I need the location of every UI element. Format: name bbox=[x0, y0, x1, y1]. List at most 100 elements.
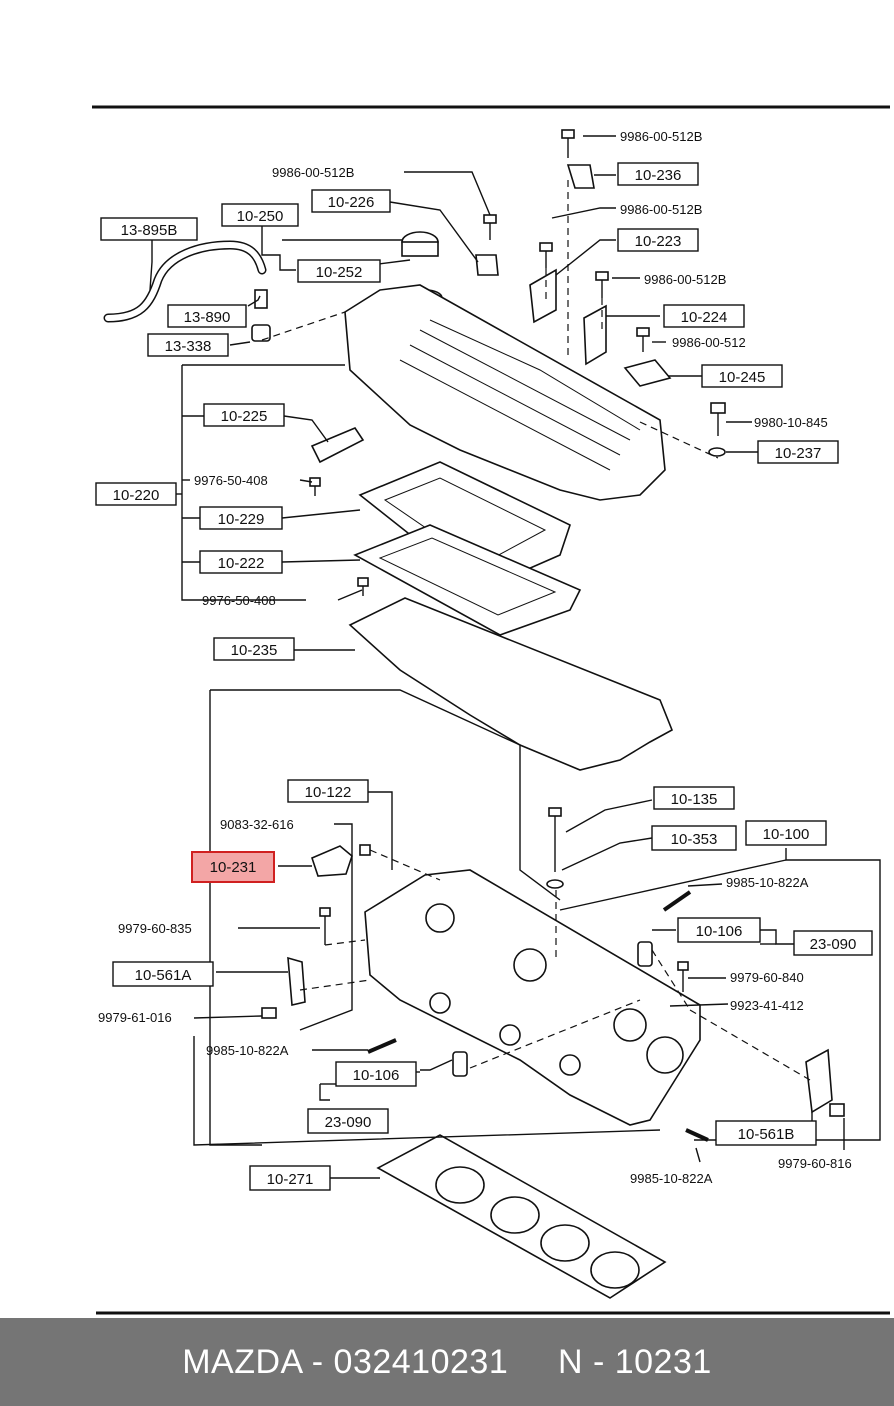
label-13-895B: 13-895B bbox=[100, 217, 198, 241]
label-10-252: 10-252 bbox=[297, 259, 381, 283]
eye-10-561A bbox=[287, 956, 306, 1006]
stud-2 bbox=[367, 1038, 397, 1054]
washer-10-353 bbox=[546, 879, 564, 889]
label-10-561B: 10-561B bbox=[715, 1120, 817, 1146]
port-2 bbox=[499, 1024, 521, 1046]
label-10-561A: 10-561A bbox=[112, 961, 214, 987]
label-10-222: 10-222 bbox=[199, 550, 283, 574]
label-10-122: 10-122 bbox=[287, 779, 369, 803]
svg-text:10-353: 10-353 bbox=[671, 831, 718, 848]
label-13-338: 13-338 bbox=[147, 333, 229, 357]
svg-text:10-224: 10-224 bbox=[681, 309, 728, 326]
svg-text:23-090: 23-090 bbox=[325, 1114, 372, 1131]
cam-journal-3 bbox=[613, 1008, 647, 1042]
svg-text:10-122: 10-122 bbox=[305, 784, 352, 801]
bracket-10-236 bbox=[566, 164, 595, 189]
parts-diagram: 13-895B 10-250 10-252 10-226 10-236 10-2… bbox=[92, 105, 890, 1315]
label-10-353: 10-353 bbox=[651, 825, 737, 851]
label-10-271: 10-271 bbox=[249, 1165, 331, 1191]
svg-text:10-106: 10-106 bbox=[696, 923, 743, 940]
svg-text:10-561A: 10-561A bbox=[135, 967, 192, 984]
plug-10-231 bbox=[311, 845, 353, 877]
label-10-225: 10-225 bbox=[203, 403, 285, 427]
leader-lines bbox=[149, 135, 881, 1179]
bolt-10-135 bbox=[548, 807, 562, 817]
svg-text:10-236: 10-236 bbox=[635, 167, 682, 184]
grommet bbox=[251, 324, 271, 342]
label-9985-10-822A-3: 9985-10-822A bbox=[630, 1171, 713, 1186]
label-9986-00-512B-2: 9986-00-512B bbox=[272, 165, 354, 180]
bracket-10-224 bbox=[583, 304, 607, 366]
pcv-valve bbox=[254, 289, 268, 309]
label-9976-50-408-2: 9976-50-408 bbox=[202, 593, 276, 608]
svg-text:10-106: 10-106 bbox=[353, 1067, 400, 1084]
svg-text:10-223: 10-223 bbox=[635, 233, 682, 250]
baffle-plate bbox=[310, 427, 365, 464]
bracket-10-226 bbox=[475, 254, 499, 276]
label-10-223: 10-223 bbox=[617, 228, 699, 252]
svg-text:10-231: 10-231 bbox=[210, 859, 257, 876]
label-9986-00-512B-1: 9986-00-512B bbox=[620, 129, 702, 144]
bore-1 bbox=[435, 1166, 485, 1204]
label-10-100: 10-100 bbox=[745, 820, 827, 846]
label-10-231-highlighted: 10-231 bbox=[191, 851, 275, 883]
label-9083-32-616: 9083-32-616 bbox=[220, 817, 294, 832]
svg-text:13-890: 13-890 bbox=[184, 309, 231, 326]
label-9979-60-816: 9979-60-816 bbox=[778, 1156, 852, 1171]
bracket-10-245 bbox=[623, 359, 672, 387]
label-10-135: 10-135 bbox=[653, 786, 735, 810]
bolt-9979-60-816 bbox=[829, 1103, 845, 1117]
label-9976-50-408-1: 9976-50-408 bbox=[194, 473, 268, 488]
port-3 bbox=[559, 1054, 581, 1076]
svg-text:10-252: 10-252 bbox=[316, 264, 363, 281]
svg-text:23-090: 23-090 bbox=[810, 936, 857, 953]
label-9923-41-412: 9923-41-412 bbox=[730, 998, 804, 1013]
label-10-220: 10-220 bbox=[95, 482, 177, 506]
bolt-9083 bbox=[359, 844, 371, 856]
svg-text:13-338: 13-338 bbox=[165, 338, 212, 355]
hose-fill bbox=[105, 241, 265, 321]
label-9986-00-512B-3: 9986-00-512B bbox=[620, 202, 702, 217]
footer-bar: MAZDA - 032410231 N - 10231 bbox=[0, 1318, 894, 1406]
svg-text:10-237: 10-237 bbox=[775, 445, 822, 462]
label-9979-60-840: 9979-60-840 bbox=[730, 970, 804, 985]
label-10-236: 10-236 bbox=[617, 162, 699, 186]
cam-journal-2 bbox=[513, 948, 547, 982]
bolt-9979-60-840 bbox=[677, 961, 689, 971]
cam-journal-4 bbox=[646, 1036, 684, 1074]
dowel-10-106a bbox=[637, 941, 653, 967]
cylinder-head bbox=[364, 869, 701, 1126]
label-9979-60-835: 9979-60-835 bbox=[118, 921, 192, 936]
gasket-10-222 bbox=[353, 524, 582, 636]
label-23-090-upper: 23-090 bbox=[793, 930, 873, 956]
svg-text:10-100: 10-100 bbox=[763, 826, 810, 843]
port-1 bbox=[429, 992, 451, 1014]
cover-rib-3 bbox=[399, 359, 611, 471]
label-10-226: 10-226 bbox=[311, 189, 391, 213]
svg-text:10-235: 10-235 bbox=[231, 642, 278, 659]
head-cover bbox=[344, 284, 666, 501]
label-10-229: 10-229 bbox=[199, 506, 283, 530]
svg-text:10-220: 10-220 bbox=[113, 487, 160, 504]
stud-1 bbox=[662, 890, 692, 912]
eye-10-561B bbox=[805, 1048, 833, 1114]
label-9979-61-016: 9979-61-016 bbox=[98, 1010, 172, 1025]
dowel-10-106b bbox=[452, 1051, 468, 1077]
label-10-245: 10-245 bbox=[701, 364, 783, 388]
filler-cap-body bbox=[401, 241, 439, 257]
label-10-106-upper: 10-106 bbox=[677, 917, 761, 943]
bore-4 bbox=[590, 1251, 640, 1289]
label-10-250: 10-250 bbox=[221, 203, 299, 227]
svg-text:10-245: 10-245 bbox=[719, 369, 766, 386]
label-23-090-lower: 23-090 bbox=[307, 1108, 389, 1134]
svg-text:10-225: 10-225 bbox=[221, 408, 268, 425]
svg-text:10-135: 10-135 bbox=[671, 791, 718, 808]
stud-3 bbox=[685, 1128, 709, 1142]
bolt-9979-60-835 bbox=[319, 907, 331, 917]
cover-rib-2 bbox=[409, 344, 621, 456]
bore-3 bbox=[540, 1224, 590, 1262]
label-10-224: 10-224 bbox=[663, 304, 745, 328]
label-10-235: 10-235 bbox=[213, 637, 295, 661]
cam-journal-1 bbox=[425, 903, 455, 933]
